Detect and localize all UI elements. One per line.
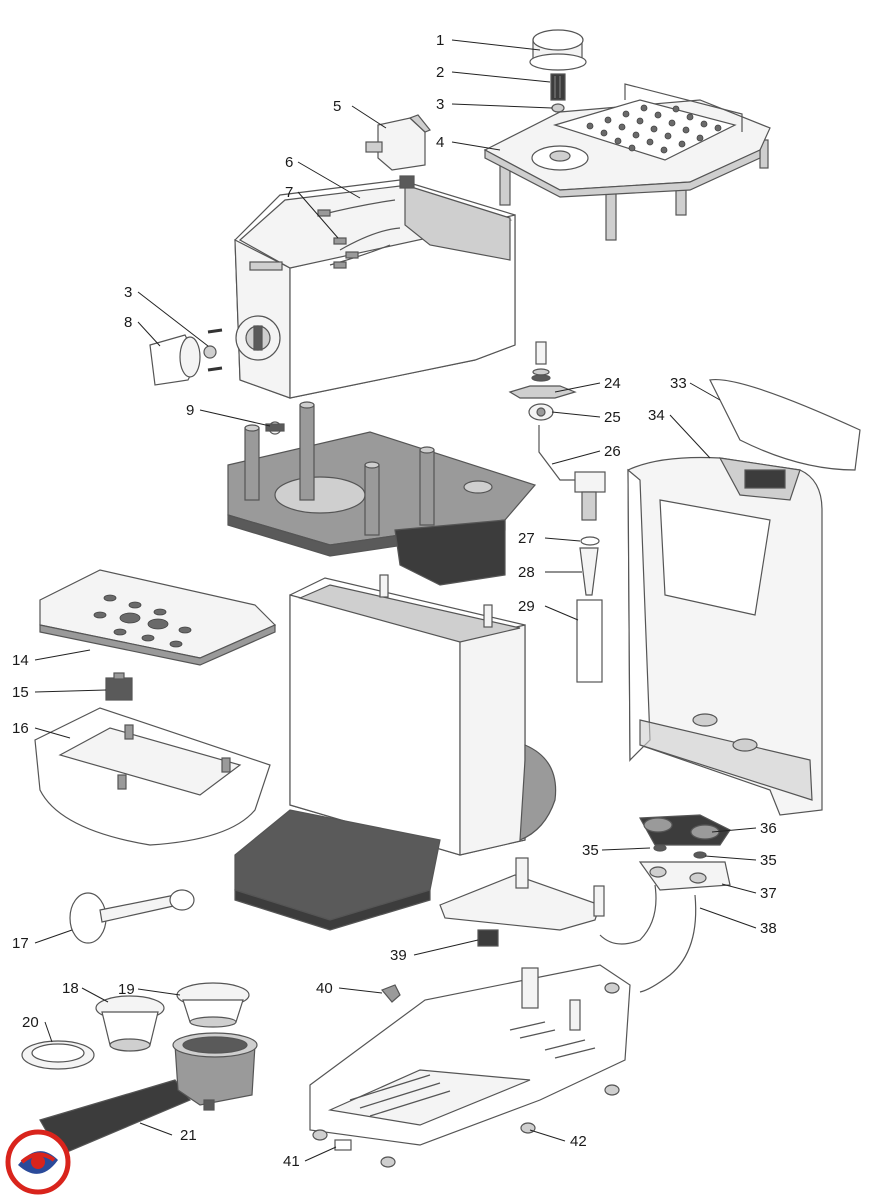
float-part xyxy=(105,672,133,701)
drip-tray-part xyxy=(34,707,271,846)
label-6: 6 xyxy=(285,154,293,171)
label-26: 26 xyxy=(604,443,621,460)
label-35: 35 xyxy=(582,842,599,859)
label-3b: 3 xyxy=(124,284,132,301)
label-18: 18 xyxy=(62,980,79,997)
circuit-board-part xyxy=(439,857,605,947)
label-33: 33 xyxy=(670,375,687,392)
tamper-spoon-part xyxy=(69,889,195,944)
label-17: 17 xyxy=(12,935,29,952)
label-37: 37 xyxy=(760,885,777,902)
front-housing-part xyxy=(234,175,516,399)
base-ribs xyxy=(349,1021,596,1117)
label-2: 2 xyxy=(436,64,444,81)
label-35b: 35 xyxy=(760,852,777,869)
label-25: 25 xyxy=(604,409,621,426)
filter-cup-part xyxy=(95,995,165,1052)
top-cover-part xyxy=(483,83,771,241)
shaft-part xyxy=(550,73,566,101)
label-27: 27 xyxy=(518,530,535,547)
brand-logo xyxy=(5,1129,71,1195)
label-7: 7 xyxy=(285,184,293,201)
label-40: 40 xyxy=(316,980,333,997)
chassis-part xyxy=(227,401,537,586)
label-5: 5 xyxy=(333,98,341,115)
label-41: 41 xyxy=(283,1153,300,1170)
label-29: 29 xyxy=(518,598,535,615)
leader-lines xyxy=(34,39,757,1162)
o-ring-part xyxy=(551,103,565,113)
valve-assembly-part xyxy=(599,814,731,993)
label-3: 3 xyxy=(436,96,444,113)
selector-switch-part xyxy=(365,114,431,171)
label-19: 19 xyxy=(118,981,135,998)
adapter-ring-part xyxy=(21,1040,95,1070)
part-number-labels: 1 2 3 4 5 6 7 3 8 9 24 25 26 27 28 29 33… xyxy=(12,32,777,1170)
label-24: 24 xyxy=(604,375,621,392)
grid-holes xyxy=(93,594,192,648)
label-36: 36 xyxy=(760,820,777,837)
label-39: 39 xyxy=(390,947,407,964)
label-14: 14 xyxy=(12,652,29,669)
label-28: 28 xyxy=(518,564,535,581)
water-tank-part xyxy=(627,378,861,816)
cup-tray-holes xyxy=(586,104,722,154)
label-4: 4 xyxy=(436,134,444,151)
drip-grid-part xyxy=(39,569,277,666)
clamp-part xyxy=(265,421,285,435)
label-38: 38 xyxy=(760,920,777,937)
label-8: 8 xyxy=(124,314,132,331)
main-body-part xyxy=(234,574,557,931)
label-34: 34 xyxy=(648,407,665,424)
filter-cup-part-2 xyxy=(176,982,250,1028)
label-21: 21 xyxy=(180,1127,197,1144)
label-16: 16 xyxy=(12,720,29,737)
portafilter-part xyxy=(39,1032,258,1156)
knob-part xyxy=(529,29,587,71)
label-9: 9 xyxy=(186,402,194,419)
steam-wand-assembly xyxy=(508,341,606,683)
label-15: 15 xyxy=(12,684,29,701)
label-42: 42 xyxy=(570,1133,587,1150)
base-part xyxy=(309,964,631,1168)
label-20: 20 xyxy=(22,1014,39,1031)
front-knob-part xyxy=(149,328,223,386)
label-1: 1 xyxy=(436,32,444,49)
